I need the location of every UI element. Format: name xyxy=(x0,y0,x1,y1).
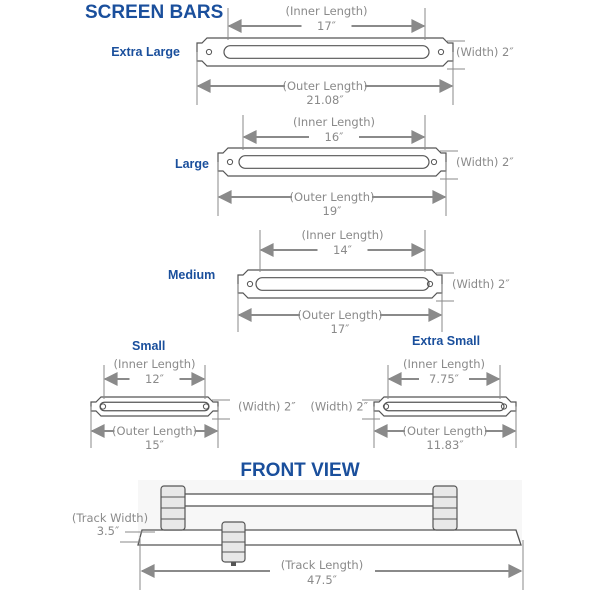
width-value: (Width) 2″ xyxy=(452,277,510,291)
outer-length-label: (Outer Length) xyxy=(298,308,383,322)
outer-length-value: 11.83″ xyxy=(426,438,464,452)
screen-bar-1: (Inner Length)16″ (Outer Length)19″ (Width… xyxy=(175,115,514,218)
outer-length-label: (Outer Length) xyxy=(290,190,375,204)
bar-slot xyxy=(99,401,210,412)
mount-hole-icon xyxy=(437,48,445,56)
mount-hole-icon xyxy=(226,158,234,166)
inner-length-label: (Inner Length) xyxy=(403,357,485,371)
width-value: (Width) 2″ xyxy=(456,155,514,169)
outer-length-value: 21.08″ xyxy=(306,93,344,107)
bar-size-label: Medium xyxy=(168,268,215,282)
screen-bar-4: (Inner Length)7.75″ (Outer Length)11.83″ (… xyxy=(310,334,517,452)
mount-hole-icon xyxy=(426,280,434,288)
mount-hole-icon xyxy=(205,48,213,56)
inner-length-value: 12″ xyxy=(145,372,165,386)
front-view: FRONT VIEW (Track Length)47.5″ (Track Widt… xyxy=(72,460,524,590)
screen-bar-0: (Inner Length)17″ (Outer Length)21.08″ (Wi… xyxy=(111,4,514,107)
inner-length-label: (Inner Length) xyxy=(285,4,367,18)
outer-length-label: (Outer Length) xyxy=(112,424,197,438)
width-value: (Width) 2″ xyxy=(310,400,368,414)
bar-slot xyxy=(223,45,430,59)
bar-size-label: Extra Small xyxy=(412,334,480,348)
inner-length-value: 16″ xyxy=(325,130,345,144)
screen-bar-front xyxy=(169,493,449,507)
screen-bar-2: (Inner Length)14″ (Outer Length)17″ (Width… xyxy=(168,228,510,336)
mount-hole-icon xyxy=(99,403,107,410)
width-value: (Width) 2″ xyxy=(238,400,296,414)
inner-length-label: (Inner Length) xyxy=(113,357,195,371)
inner-length-value: 14″ xyxy=(333,243,353,257)
screen-bars-title: SCREEN BARS xyxy=(85,2,223,23)
bar-size-label: Extra Large xyxy=(111,45,180,59)
inner-length-value: 17″ xyxy=(317,19,337,33)
inner-length-label: (Inner Length) xyxy=(301,228,383,242)
bar-size-label: Large xyxy=(175,157,209,171)
track-width-value: 3.5″ xyxy=(97,524,120,538)
outer-length-label: (Outer Length) xyxy=(283,79,368,93)
outer-length-label: (Outer Length) xyxy=(403,424,488,438)
bar-slot xyxy=(255,277,430,291)
track-width-label: (Track Width) xyxy=(72,511,148,525)
screen-bar-3: (Inner Length)12″ (Outer Length)15″ (Width… xyxy=(90,339,296,452)
mount-hole-icon xyxy=(500,403,508,410)
front-view-title: FRONT VIEW xyxy=(240,460,359,481)
track-length-value: 47.5″ xyxy=(307,573,338,587)
bar-size-label: Small xyxy=(132,339,165,353)
mount-hole-icon xyxy=(430,158,438,166)
inner-length-value: 7.75″ xyxy=(429,372,460,386)
inner-length-label: (Inner Length) xyxy=(293,115,375,129)
outer-length-value: 17″ xyxy=(331,322,351,336)
outer-length-value: 19″ xyxy=(323,204,343,218)
mount-hole-icon xyxy=(246,280,254,288)
mount-hole-icon xyxy=(382,403,390,410)
outer-length-value: 15″ xyxy=(145,438,165,452)
width-value: (Width) 2″ xyxy=(456,45,514,59)
mount-hole-icon xyxy=(202,403,210,410)
bar-slot xyxy=(238,155,430,169)
bar-slot xyxy=(383,401,505,412)
track xyxy=(137,529,522,546)
track-length-label: (Track Length) xyxy=(281,558,363,572)
